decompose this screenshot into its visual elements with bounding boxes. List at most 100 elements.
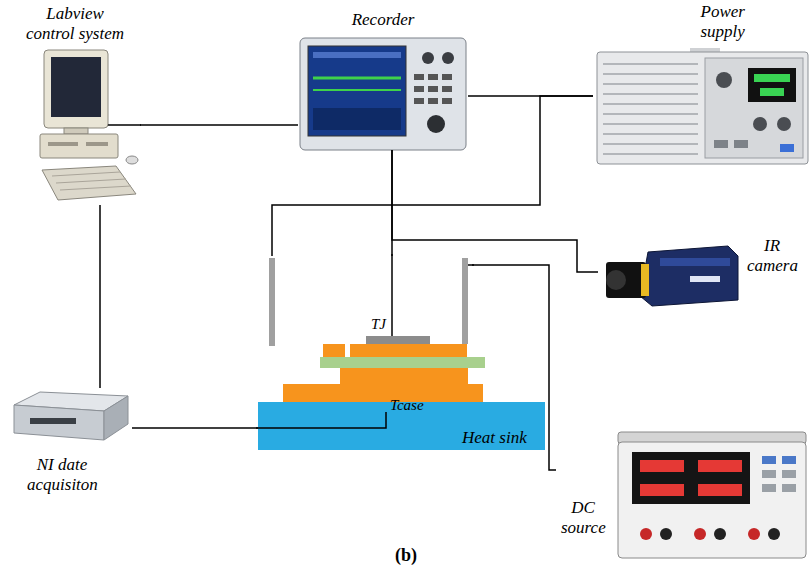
power-supply-node: Power supply xyxy=(593,0,810,168)
recorder-illustration xyxy=(313,77,401,80)
power-supply-illustration xyxy=(716,72,732,88)
ni-daq-illustration xyxy=(104,396,128,440)
recorder-illustration xyxy=(442,98,452,104)
power-module xyxy=(366,336,430,344)
node-label: Recorder xyxy=(352,10,415,30)
dc-source-illustration xyxy=(782,484,796,492)
recorder-illustration xyxy=(442,74,452,80)
ir-camera-illustration xyxy=(606,270,626,290)
temperature-label: Tcase xyxy=(390,395,424,415)
computer-illustration xyxy=(48,142,78,146)
ir-camera-illustration xyxy=(690,276,720,282)
power-supply-illustration xyxy=(603,103,698,105)
power-supply-illustration xyxy=(603,93,698,95)
computer-illustration xyxy=(42,166,136,200)
power-module xyxy=(350,344,467,357)
recorder-illustration xyxy=(428,98,438,104)
dc-source-illustration xyxy=(714,528,726,540)
power-supply-illustration xyxy=(734,140,748,148)
power-supply-illustration xyxy=(603,113,698,115)
recorder-illustration xyxy=(422,52,434,64)
power-supply-illustration xyxy=(603,123,698,125)
ir-camera-node: IR camera xyxy=(598,228,805,310)
node-label: NI date acquisiton xyxy=(27,455,97,495)
power-module xyxy=(323,344,345,357)
power-supply-illustration xyxy=(714,140,728,148)
power-supply-illustration xyxy=(705,58,803,158)
dc-source-illustration xyxy=(762,456,776,464)
wire-connector xyxy=(140,124,298,126)
wire xyxy=(256,254,474,428)
ir-camera-illustration xyxy=(606,246,738,306)
computer-illustration xyxy=(51,57,101,117)
recorder-illustration xyxy=(428,86,438,92)
computer-illustration xyxy=(56,179,126,183)
dc-source-illustration xyxy=(640,528,652,540)
dc-source-illustration xyxy=(748,528,760,540)
computer-illustration xyxy=(64,128,88,134)
recorder-illustration xyxy=(442,86,452,92)
dc-source-illustration xyxy=(640,484,684,496)
dc-source-illustration xyxy=(660,528,672,540)
wire-connector xyxy=(99,205,101,388)
dc-source-illustration xyxy=(762,470,776,478)
ni-daq-illustration xyxy=(14,405,104,440)
power-supply-illustration xyxy=(760,88,784,96)
computer-node: Labview control system xyxy=(12,2,140,205)
daq-node: NI date acquisiton xyxy=(10,388,132,512)
power-module xyxy=(340,368,468,384)
power-module xyxy=(283,384,483,402)
wire-connector xyxy=(272,96,593,256)
recorder-illustration xyxy=(414,98,424,104)
recorder-illustration xyxy=(427,115,445,133)
dc-source-illustration xyxy=(618,432,806,558)
power-supply-illustration xyxy=(603,73,698,75)
power-supply-illustration xyxy=(603,83,698,85)
dc-source-illustration xyxy=(632,452,750,504)
recorder-illustration xyxy=(414,74,424,80)
power-supply-illustration xyxy=(754,74,790,82)
recorder-illustration xyxy=(414,86,424,92)
power-supply-illustration xyxy=(748,68,796,102)
ir-camera-illustration xyxy=(660,258,730,266)
dc-source-illustration xyxy=(782,456,796,464)
computer-illustration xyxy=(108,124,141,126)
computer-illustration xyxy=(40,134,118,158)
recorder-illustration xyxy=(313,89,401,91)
power-module xyxy=(269,258,275,346)
recorder-illustration xyxy=(442,52,454,64)
ni-daq-illustration xyxy=(14,392,128,440)
power-supply-illustration xyxy=(603,153,698,155)
power-supply-illustration xyxy=(603,63,698,65)
dc-source-illustration xyxy=(694,528,706,540)
dc-source-illustration xyxy=(768,528,780,540)
power-module xyxy=(258,258,545,450)
ir-camera-illustration xyxy=(641,264,649,296)
dc-source-illustration xyxy=(640,460,684,472)
node-label: IR camera xyxy=(747,236,797,276)
power-module-node: TJ xyxy=(268,256,472,402)
computer-illustration xyxy=(126,156,138,164)
recorder-illustration xyxy=(308,46,406,136)
computer-illustration xyxy=(40,50,141,200)
recorder-illustration xyxy=(428,74,438,80)
dc-source-illustration xyxy=(762,484,776,492)
power-supply-illustration xyxy=(597,52,808,164)
ir-camera-illustration xyxy=(640,246,738,306)
power-module xyxy=(462,258,468,344)
power-supply-illustration xyxy=(753,117,767,131)
computer-illustration xyxy=(86,142,108,146)
power-module xyxy=(320,357,485,368)
figure-caption: (b) xyxy=(395,545,417,565)
recorder-illustration xyxy=(300,38,466,150)
node-label: TJ xyxy=(371,314,386,334)
wire-connector xyxy=(391,150,393,256)
wire-connector xyxy=(132,427,258,429)
power-supply-illustration xyxy=(780,144,794,152)
power-supply-illustration xyxy=(603,133,698,135)
dc-source-illustration xyxy=(698,484,742,496)
computer-illustration xyxy=(52,172,120,176)
computer-illustration xyxy=(60,186,131,190)
